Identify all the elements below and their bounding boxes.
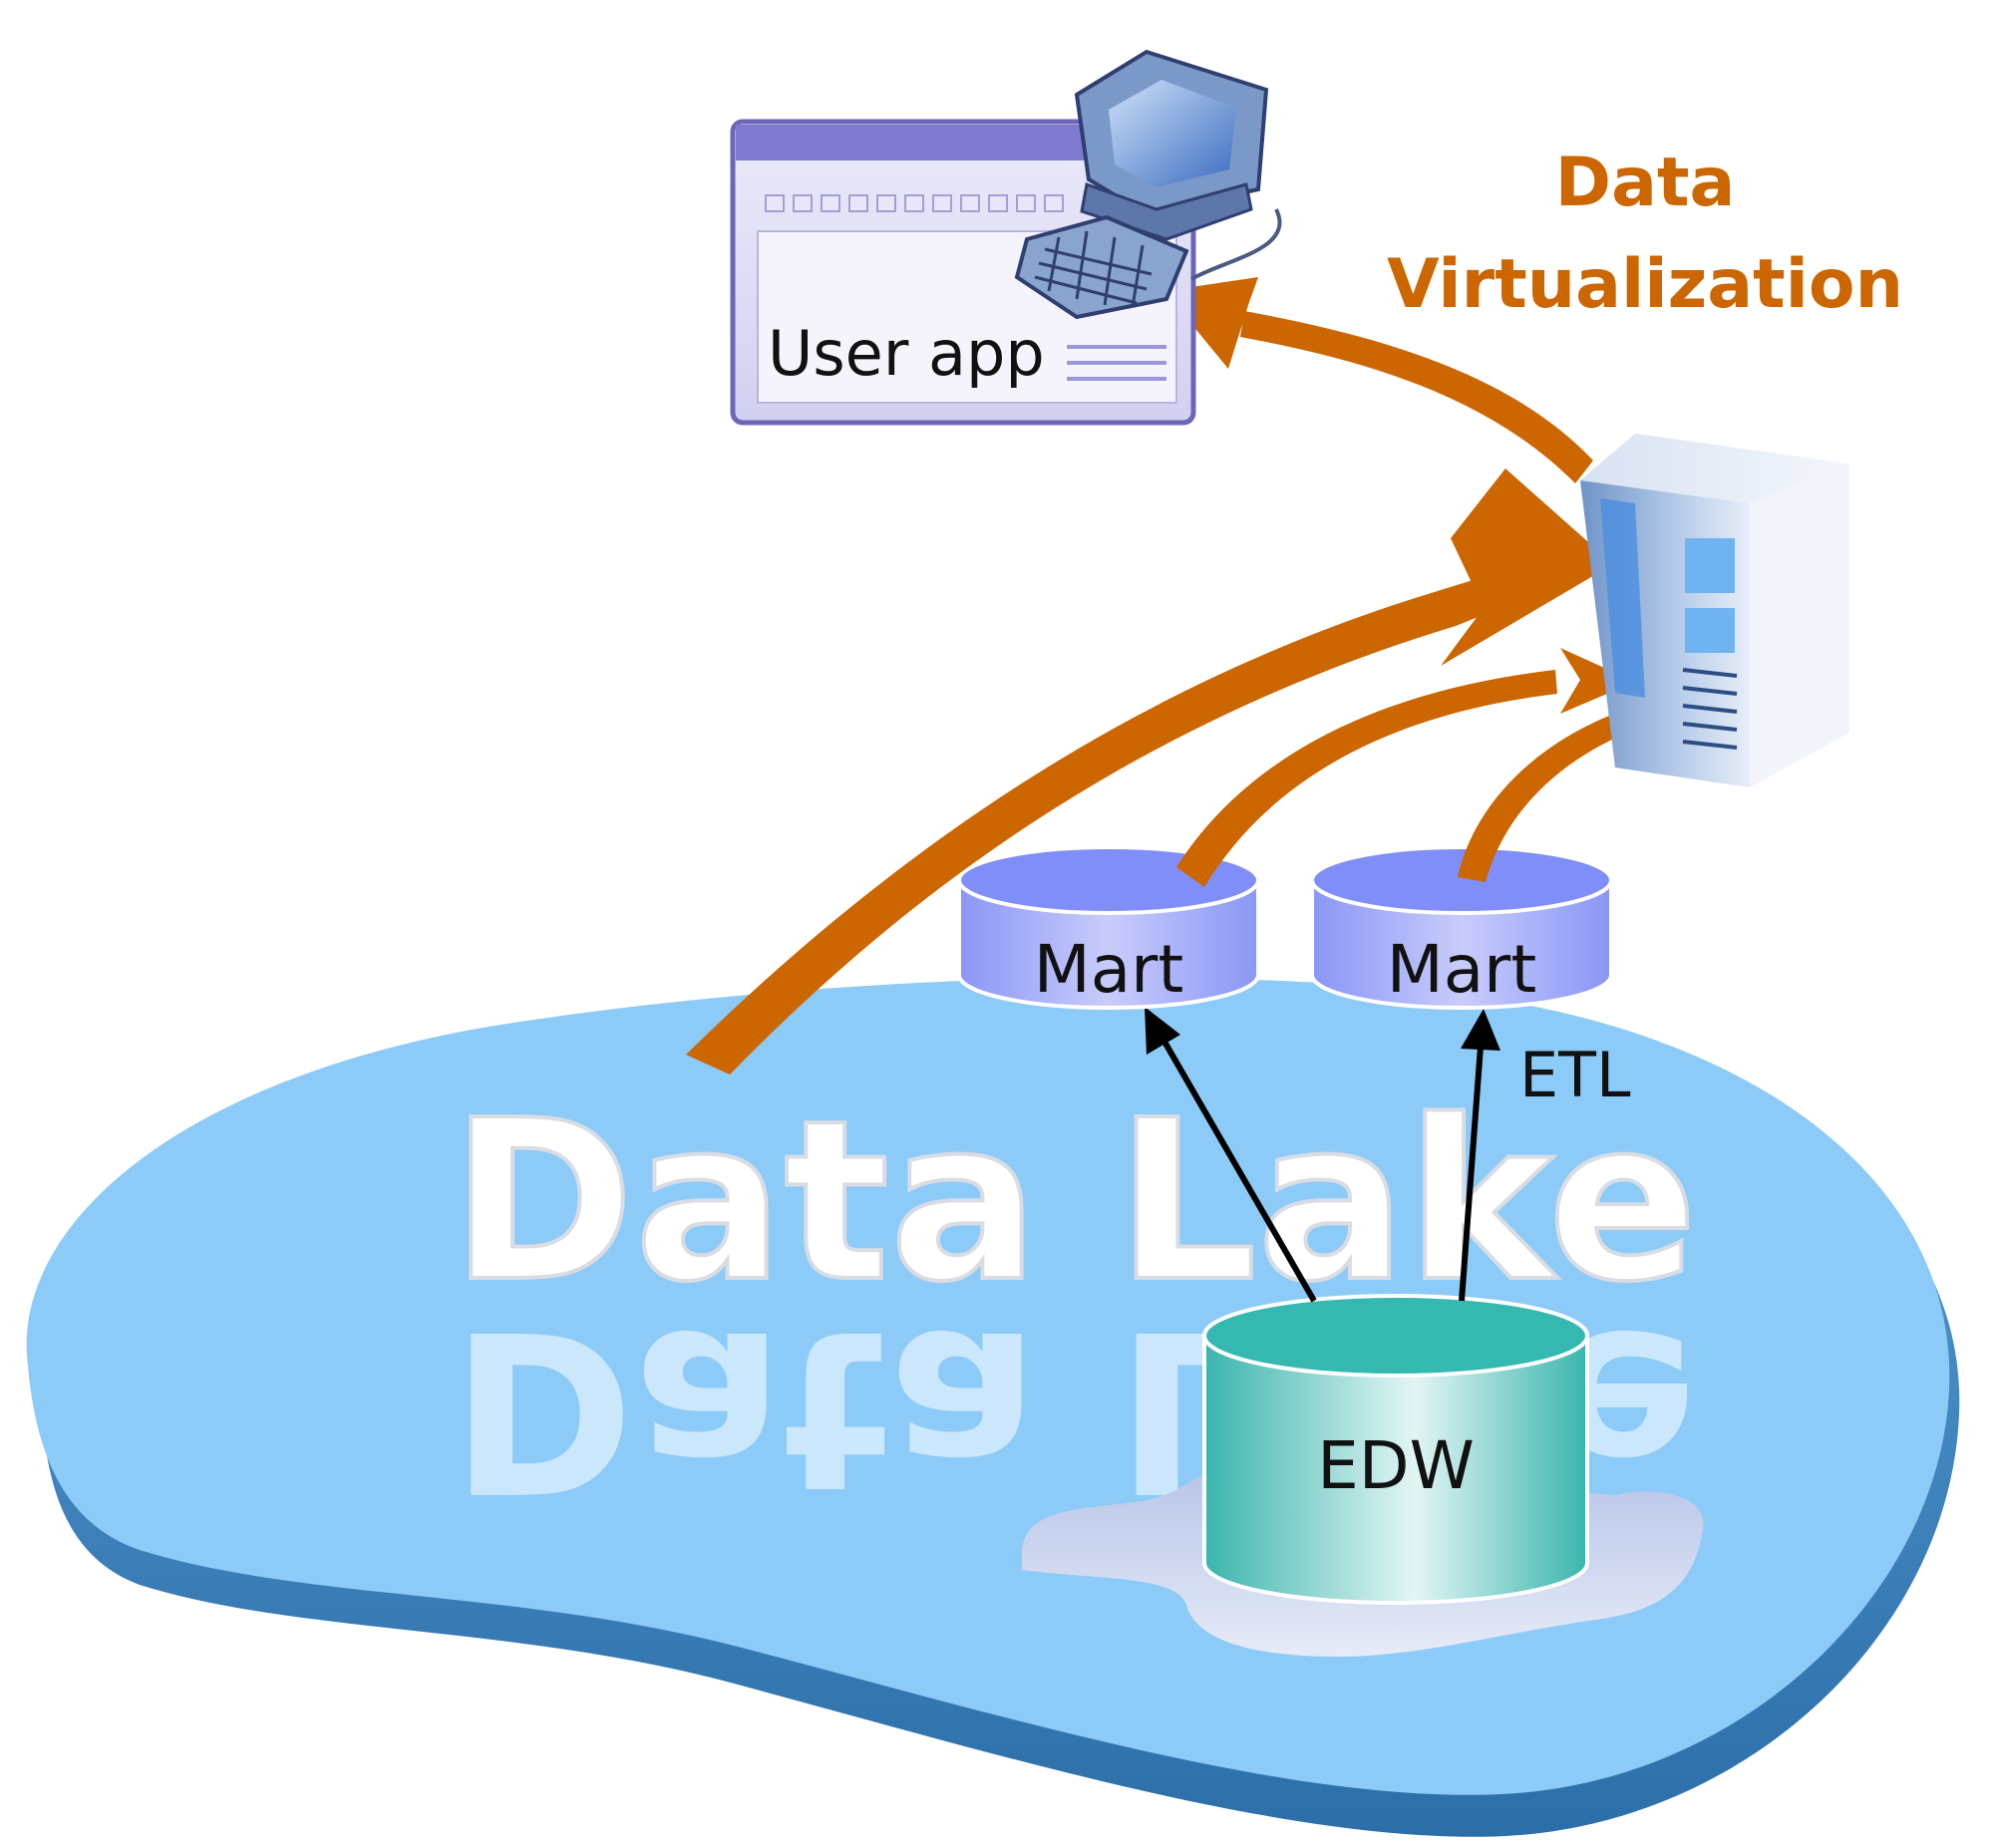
lake-title: Data Lake (451, 1074, 1698, 1331)
mart-left-label: Mart (1034, 931, 1183, 1008)
arrow-left-mart-to-server (1176, 648, 1635, 887)
arrow-edw-to-right-mart (1459, 1009, 1500, 1302)
data-lake: Data Lake Data Lake (26, 977, 1960, 1837)
virtualization-arrows (686, 277, 1685, 1075)
edw-label: EDW (1317, 1427, 1475, 1504)
edw-cylinder: EDW (1202, 1294, 1589, 1605)
desktop-computer-icon (1014, 49, 1282, 320)
etl-label: ETL (1519, 1039, 1631, 1111)
mart-right-cylinder: Mart (1310, 845, 1613, 1010)
user-app-label: User app (768, 317, 1045, 390)
mart-right-label: Mart (1387, 931, 1536, 1008)
server-tower-icon (1580, 434, 1849, 787)
data-virtualization-label: Data Virtualization (1387, 144, 1903, 324)
data-virtualization-line1: Data (1555, 144, 1736, 222)
arrow-edw-to-left-mart (1145, 1007, 1317, 1303)
data-virtualization-line2: Virtualization (1387, 245, 1903, 324)
etl-arrows (1145, 1007, 1500, 1303)
arrow-lake-to-server (686, 468, 1613, 1075)
